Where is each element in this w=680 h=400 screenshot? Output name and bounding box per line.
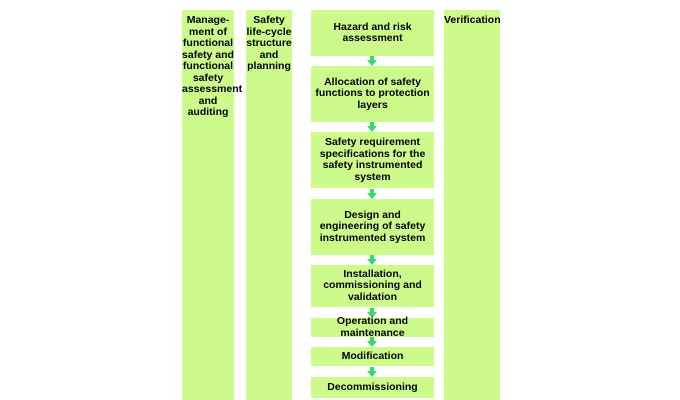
step-box-hazard-risk: Hazard and risk assessment bbox=[311, 10, 434, 56]
step-box-requirement-specs: Safety requirement specifications for th… bbox=[311, 132, 434, 188]
step-label: Modification bbox=[341, 349, 404, 362]
step-label: Safety requirement specifications for th… bbox=[319, 136, 426, 183]
step-box-operation-maintenance: Operation and maintenance bbox=[311, 315, 434, 339]
step-box-modification: Modification bbox=[311, 347, 434, 366]
step-box-design-engineering: Design and engineering of safety instrum… bbox=[311, 199, 434, 255]
step-box-allocation: Allocation of safety functions to protec… bbox=[311, 66, 434, 122]
step-label: Decommissioning bbox=[327, 380, 418, 393]
management-column: Manage- ment of functional safety and fu… bbox=[182, 10, 242, 400]
step-label: Operation and maintenance bbox=[336, 315, 409, 339]
flow-arrow-icon bbox=[367, 56, 377, 66]
step-box-installation: Installation, commissioning and validati… bbox=[311, 265, 434, 307]
step-label: Design and engineering of safety instrum… bbox=[319, 208, 426, 244]
flow-arrow-icon bbox=[367, 122, 377, 132]
flow-arrow-icon bbox=[367, 367, 377, 377]
flow-arrow-icon bbox=[367, 189, 377, 199]
step-label: Hazard and risk assessment bbox=[333, 20, 412, 44]
step-label: Allocation of safety functions to protec… bbox=[315, 75, 430, 111]
safety-lifecycle-column: Safety life-cycle structure and planning bbox=[246, 10, 292, 400]
verification-column: Verification bbox=[444, 10, 501, 400]
flow-arrow-icon bbox=[367, 255, 377, 265]
step-label: Installation, commissioning and validati… bbox=[323, 267, 422, 303]
step-box-decommissioning: Decommissioning bbox=[311, 377, 434, 398]
verification-column-label: Verification bbox=[444, 14, 501, 26]
management-column-label: Manage- ment of functional safety and fu… bbox=[182, 14, 243, 118]
safety-lifecycle-column-label: Safety life-cycle structure and planning bbox=[246, 14, 292, 72]
flow-arrow-icon bbox=[367, 337, 377, 347]
flow-arrow-icon bbox=[367, 308, 377, 318]
